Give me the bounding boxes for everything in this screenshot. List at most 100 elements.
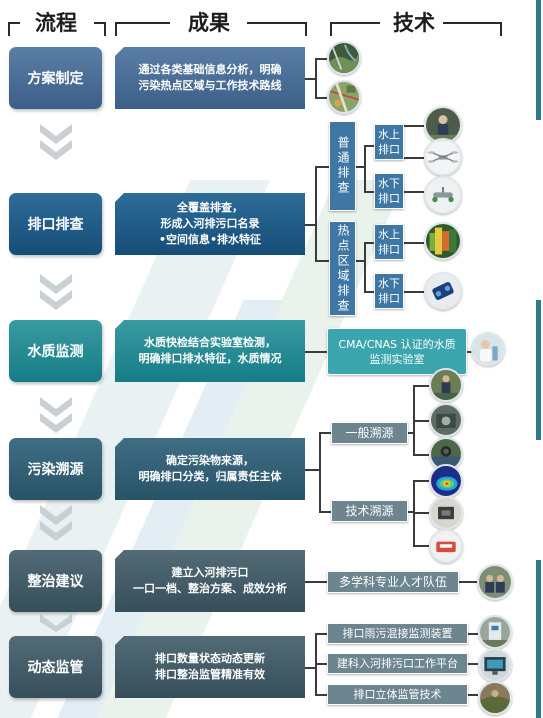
result-line: 通过各类基础信息分析，明确 — [138, 63, 282, 76]
stage-label: 水质监测 — [27, 344, 84, 360]
connector — [305, 469, 319, 471]
connector — [364, 145, 366, 192]
stage-water-monitoring: 水质监测 — [9, 320, 102, 382]
header-process: 流程 — [35, 11, 77, 35]
connector — [404, 157, 424, 159]
sampling-device-photo — [429, 496, 463, 530]
connector — [459, 581, 477, 583]
connector — [468, 663, 478, 665]
lab-technician-photo — [471, 332, 505, 366]
result-line: 排口整治监管精准有效 — [155, 668, 265, 681]
sampling-photo — [429, 368, 463, 402]
connector — [305, 351, 327, 353]
result-line: 明确排口排水特征，水质情况 — [138, 352, 282, 365]
tech-label: 水下排口 — [378, 177, 400, 205]
result-line: 形成入河排污口名录 — [160, 217, 260, 230]
result-line: •空间信息•排水特征 — [158, 233, 262, 246]
connector — [315, 58, 317, 98]
connector — [413, 454, 429, 456]
connector — [319, 511, 331, 513]
process-header: 流程 — [8, 8, 106, 38]
connector — [319, 432, 331, 434]
connector — [413, 480, 429, 482]
tech-above-water-outlet: 水上排口 — [374, 124, 404, 160]
connector — [315, 663, 327, 665]
connector — [364, 242, 366, 292]
stage-dynamic-supervision: 动态监管 — [9, 636, 102, 698]
satellite-map-photo — [327, 41, 361, 75]
tech-platform: 建科入河排污口工作平台 — [327, 653, 468, 674]
stage-survey: 排口排查 — [9, 193, 102, 255]
chevron-down-icon — [40, 614, 72, 632]
tech-monitoring-device: 排口雨污混接监测装置 — [327, 623, 468, 644]
stage-label: 整治建议 — [27, 574, 84, 590]
result-line: 一口一档、整治方案、成效分析 — [133, 582, 287, 595]
tech-team: 多学科专业人才队伍 — [327, 571, 459, 593]
connector — [355, 260, 365, 262]
monitoring-device-photo — [478, 615, 512, 649]
connector — [305, 224, 315, 226]
result-survey: 全覆盖排查， 形成入河排污口名录 •空间信息•排水特征 — [115, 193, 305, 255]
connector — [305, 667, 315, 669]
connector — [413, 512, 429, 514]
tech-hotspot-survey: 热点区域排查 — [329, 221, 356, 316]
tech-label: 水上排口 — [378, 228, 400, 256]
tech-lab: CMA/CNAS 认证的水质监测实验室 — [327, 328, 467, 375]
result-remediation: 建立入河排污口一口一档、整治方案、成效分析 — [115, 550, 305, 612]
tech-underwater-outlet: 水下排口 — [374, 173, 404, 209]
connector — [468, 633, 478, 635]
stereo-tech-photo — [478, 681, 512, 715]
tech-stereo-tech: 排口立体监管技术 — [327, 684, 468, 705]
connector — [319, 432, 321, 512]
result-line: 建立入河排污口 — [171, 566, 249, 579]
results-header: 成果 — [115, 8, 307, 38]
chevron-down-icon — [40, 397, 72, 433]
underwater-robot-photo — [424, 272, 462, 310]
result-line: 确定污染物来源， — [166, 454, 254, 467]
connector — [404, 125, 424, 127]
connector — [305, 581, 327, 583]
connector — [468, 694, 478, 696]
connector — [413, 545, 429, 547]
connector — [305, 78, 315, 80]
header-results: 成果 — [188, 11, 230, 35]
result-line: 排口数量状态动态更新 — [155, 652, 265, 665]
connector — [315, 694, 327, 696]
connector — [413, 420, 429, 422]
tech-general-tracing: 一般溯源 — [331, 422, 408, 444]
underwater-drone-photo — [424, 176, 462, 214]
result-dynamic-supervision: 排口数量状态动态更新排口整治监管精准有效 — [115, 636, 305, 698]
header-technology: 技术 — [393, 11, 435, 35]
connector — [364, 291, 374, 293]
result-line: 污染热点区域与工作技术路线 — [138, 79, 282, 92]
connector — [364, 191, 374, 193]
tech-technical-tracing: 技术溯源 — [331, 500, 408, 522]
result-plan: 通过各类基础信息分析，明确污染热点区域与工作技术路线 — [115, 47, 305, 109]
dispersion-model-photo — [429, 464, 463, 498]
tech-general-survey: 普通排查 — [329, 121, 356, 211]
result-water-monitoring: 水质快检结合实验室检测， 明确排口排水特征，水质情况 — [115, 320, 305, 382]
right-edge-bar — [534, 0, 543, 718]
stage-label: 排口排查 — [27, 217, 84, 233]
connector — [413, 385, 429, 387]
lab-equipment-photo — [429, 529, 463, 563]
connector — [315, 166, 317, 261]
stage-label: 方案制定 — [27, 71, 84, 87]
chevron-down-icon — [40, 274, 72, 310]
connector — [404, 291, 424, 293]
result-line: 水质快检结合实验室检测， — [144, 336, 276, 349]
tech-underwater-outlet-hotspot: 水下排口 — [374, 273, 404, 309]
chevron-down-icon — [40, 505, 72, 541]
tech-above-water-outlet-hotspot: 水上排口 — [374, 224, 404, 260]
drone-photo — [424, 138, 462, 176]
gis-map-photo — [327, 80, 361, 114]
technology-header: 技术 — [330, 8, 502, 38]
result-line: 明确排口分类，归属责任主体 — [138, 470, 282, 483]
connector — [315, 633, 327, 635]
connector — [404, 191, 424, 193]
tech-label: CMA/CNAS 认证的水质监测实验室 — [338, 337, 456, 366]
result-line: 全覆盖排查， — [177, 201, 243, 214]
connector — [404, 242, 424, 244]
thermal-image-photo — [424, 222, 462, 260]
tech-label: 水下排口 — [378, 277, 400, 305]
